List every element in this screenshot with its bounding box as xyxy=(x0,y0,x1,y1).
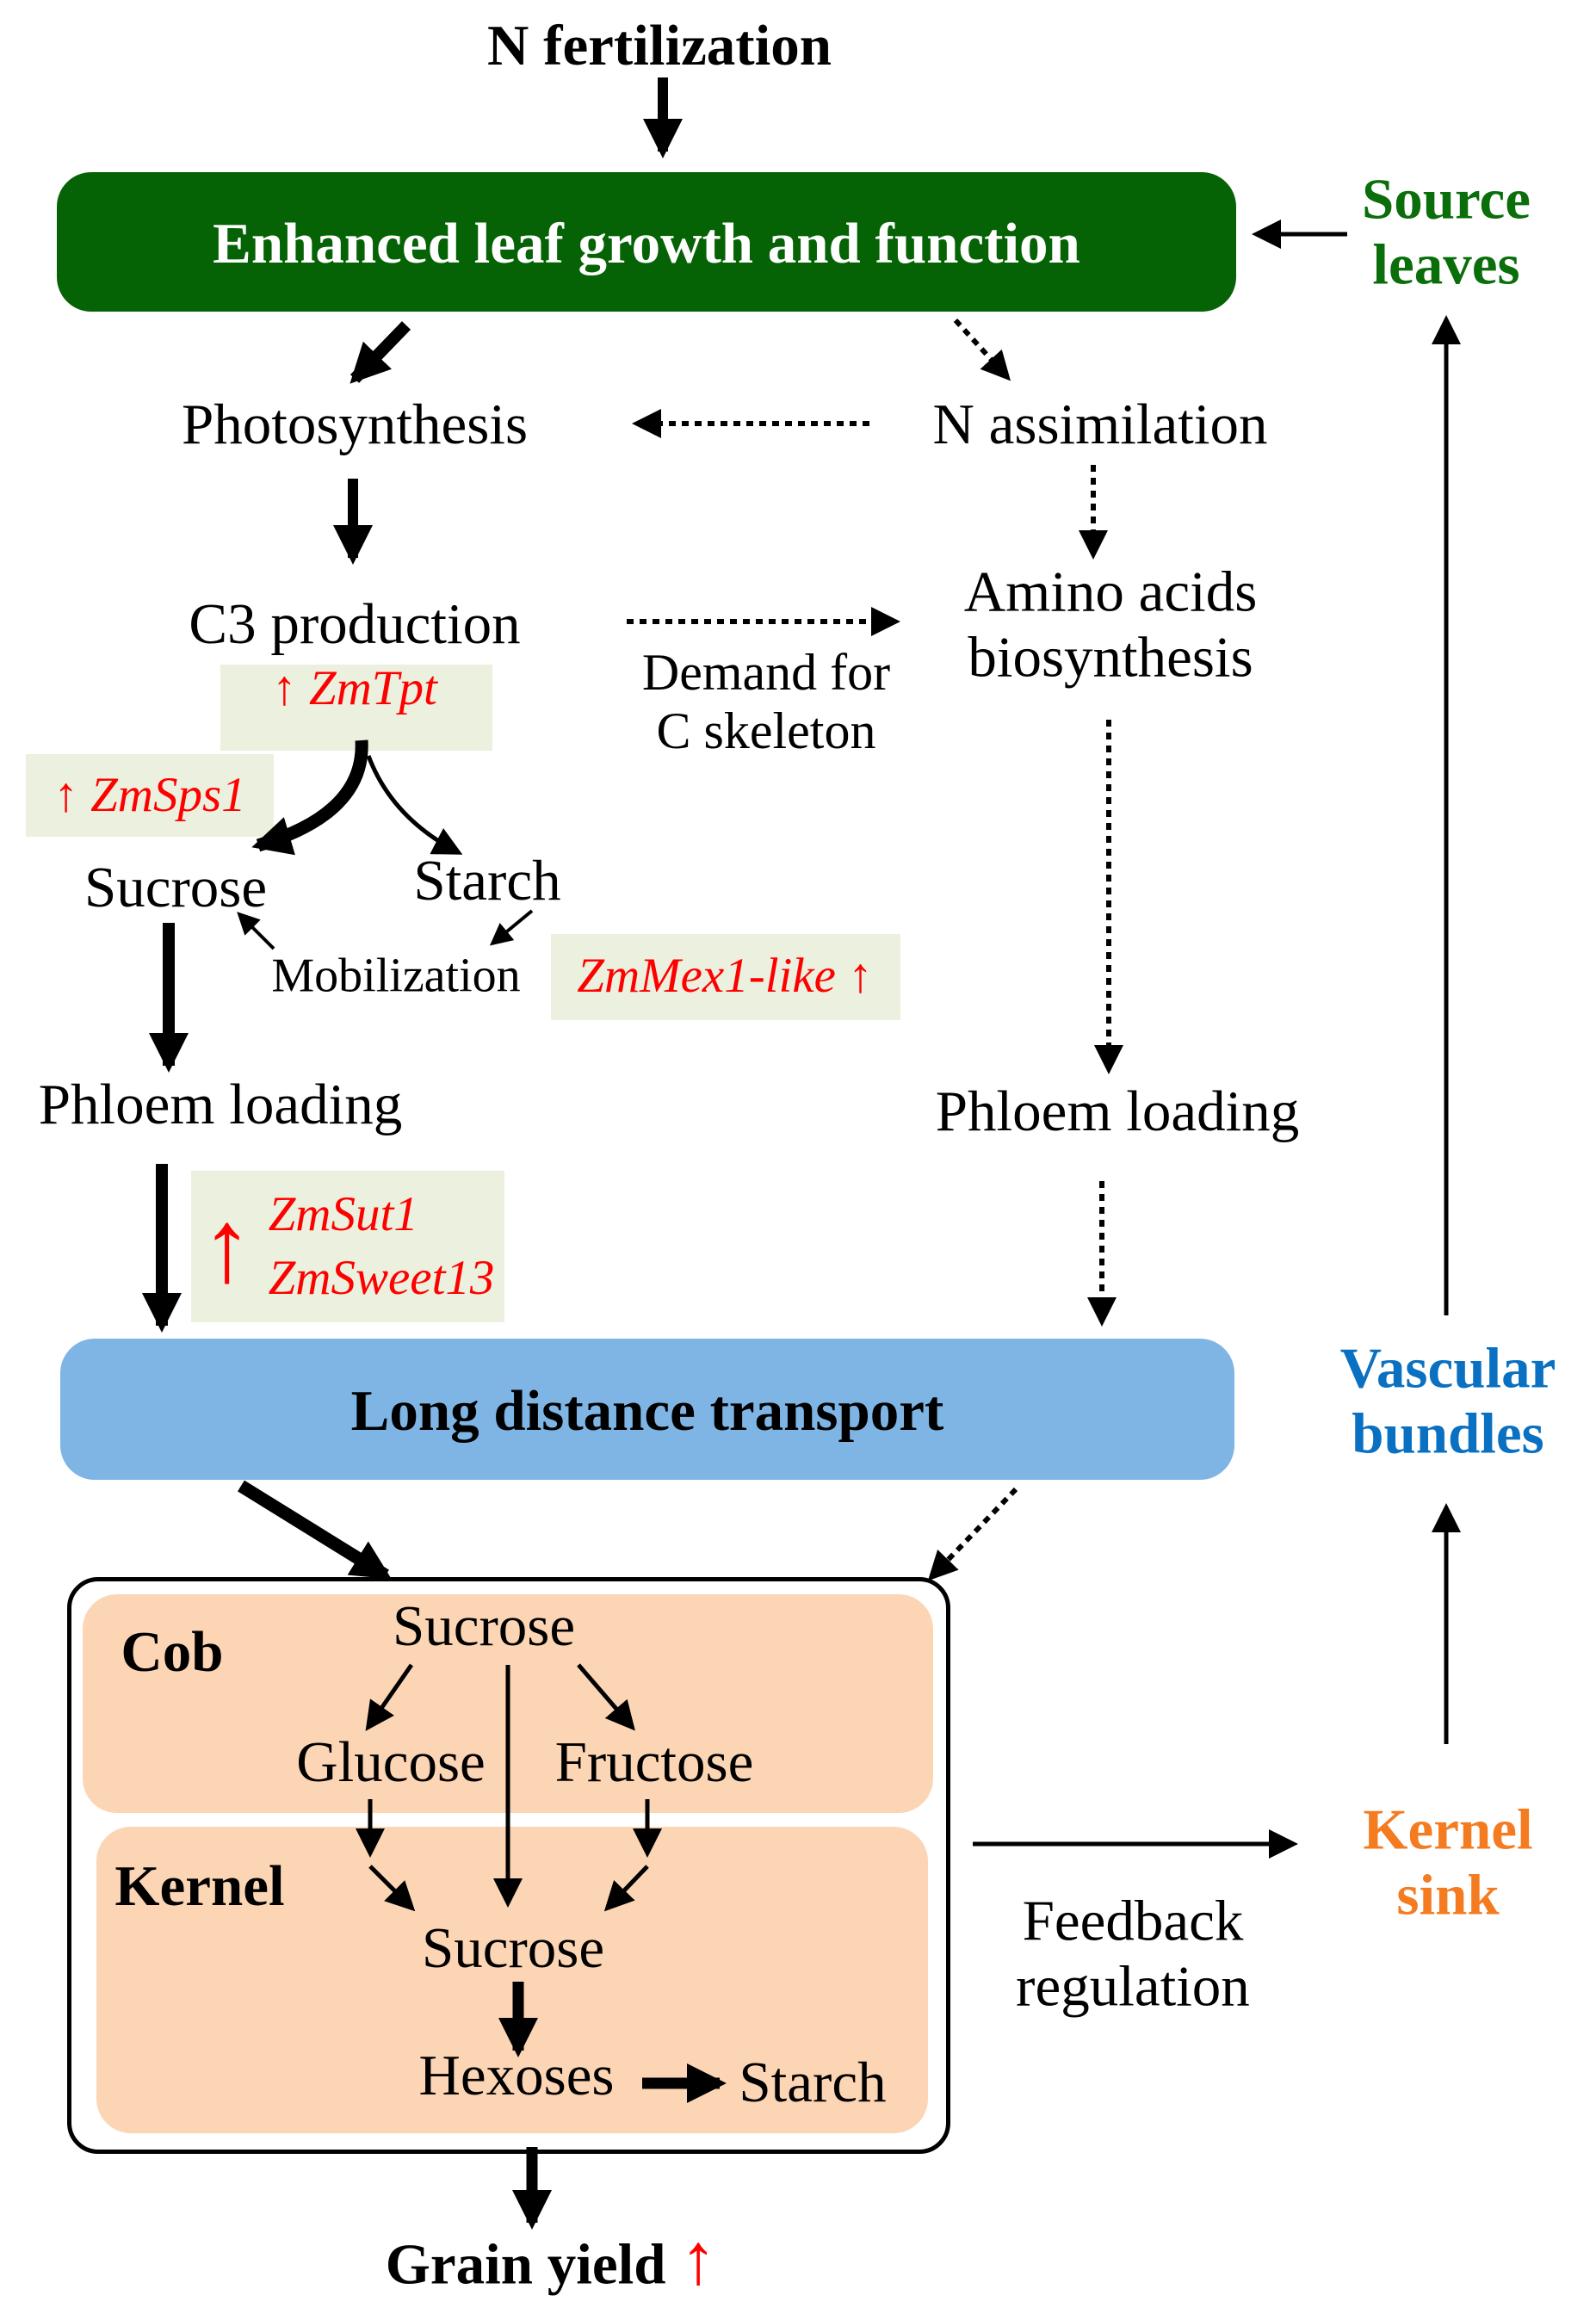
kernel-box xyxy=(96,1827,928,2133)
arrow-sucrose-glucose xyxy=(365,1663,414,1731)
gene-sps1: ↑ ZmSps1 xyxy=(53,767,246,822)
mobilization-label: Mobilization xyxy=(271,949,521,1003)
up-arrow-icon: ↑ xyxy=(848,948,873,1003)
long-distance-transport-label: Long distance transport xyxy=(350,1379,944,1444)
hexoses-label: Hexoses xyxy=(418,2044,615,2108)
up-arrow-icon: ↑ xyxy=(201,1189,253,1304)
n-assimilation-label: N assimilation xyxy=(932,393,1268,457)
leaf-growth-label: Enhanced leaf growth and function xyxy=(213,212,1080,276)
phloem-loading-left-label: Phloem loading xyxy=(38,1073,403,1137)
gene-box-mex1 xyxy=(551,934,900,1020)
grain-yield-label: Grain yield ↑ xyxy=(385,2219,717,2300)
arrow-transport-sink-dotted xyxy=(927,1487,1018,1581)
arrow-sucrose-fructose xyxy=(577,1663,635,1731)
arrow-leaf-nassimilation xyxy=(953,318,1011,381)
gene-mex1: ZmMex1-like ↑ xyxy=(577,948,873,1003)
arrow-mobilization-sucrose xyxy=(237,912,275,950)
gene-box-tpt xyxy=(220,665,492,751)
kernel-starch-label: Starch xyxy=(739,2051,887,2115)
arrow-leaf-photosynthesis xyxy=(350,321,411,384)
gene-sut1-sweet13: ↑ ZmSut1 ZmSweet13 xyxy=(201,1186,495,1305)
kernel-label: Kernel xyxy=(114,1854,285,1919)
leaf-growth-box xyxy=(57,172,1236,312)
n-fertilization-label: N fertilization xyxy=(486,14,832,78)
kernel-sucrose-label: Sucrose xyxy=(421,1916,605,1981)
gene-tpt: ↑ ZmTpt xyxy=(272,660,437,715)
long-distance-transport-box xyxy=(60,1339,1234,1480)
arrow-c3-sucrose xyxy=(251,739,368,856)
cob-label: Cob xyxy=(121,1620,224,1685)
up-arrow-icon: ↑ xyxy=(680,2219,717,2300)
starch-leaf-label: Starch xyxy=(413,849,561,913)
arrow-glucose-sucrose xyxy=(368,1865,416,1912)
gene-box-sps1 xyxy=(26,754,274,837)
cob-sucrose-label: Sucrose xyxy=(392,1594,576,1659)
phloem-loading-right-label: Phloem loading xyxy=(935,1080,1300,1144)
up-arrow-icon: ↑ xyxy=(53,767,78,822)
fructose-label: Fructose xyxy=(554,1730,754,1795)
arrow-starch-mobilization xyxy=(489,909,534,946)
up-arrow-icon: ↑ xyxy=(272,660,297,715)
arrow-fructose-sucrose xyxy=(603,1865,649,1912)
c3-production-label: C3 production xyxy=(189,592,521,657)
arrow-c3-starch xyxy=(366,755,463,855)
photosynthesis-label: Photosynthesis xyxy=(181,393,529,457)
gene-box-sut1-sweet13 xyxy=(191,1171,504,1322)
arrow-transport-sink xyxy=(238,1480,392,1581)
sucrose-leaf-label: Sucrose xyxy=(84,856,268,920)
glucose-label: Glucose xyxy=(296,1730,486,1795)
